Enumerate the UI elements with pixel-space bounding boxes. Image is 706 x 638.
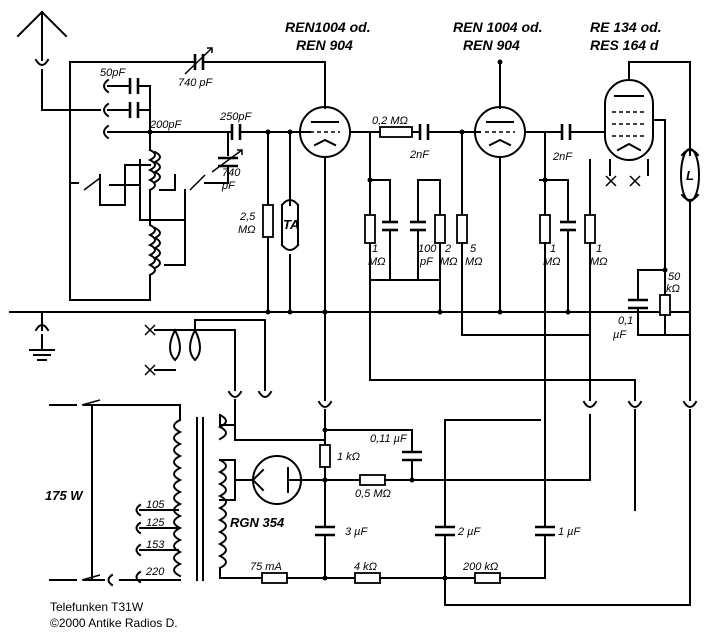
label-1m-a-unit: MΩ bbox=[368, 256, 386, 268]
label-5m-unit: MΩ bbox=[465, 256, 483, 268]
tube-3 bbox=[604, 61, 691, 271]
label-0u11: 0,11 µF bbox=[370, 433, 408, 445]
tube-1-type-label: REN1004 od. bbox=[285, 19, 371, 35]
label-2uf: 2 µF bbox=[457, 526, 482, 538]
label-2nf-b: 2nF bbox=[552, 151, 573, 163]
stage-2-anode-network bbox=[539, 124, 606, 401]
label-0m5: 0,5 MΩ bbox=[355, 488, 391, 500]
label-50k-unit: kΩ bbox=[666, 283, 680, 295]
label-50k: 50 bbox=[668, 271, 681, 283]
tube-2-alt-label: REN 904 bbox=[463, 37, 520, 53]
capacitor-740pf-tuning bbox=[211, 131, 243, 184]
label-tap-153: 153 bbox=[146, 539, 165, 551]
label-100pf-unit: pF bbox=[419, 256, 434, 268]
capacitor-740pf-variable bbox=[184, 47, 213, 75]
label-2m-unit: MΩ bbox=[440, 256, 458, 268]
label-200k: 200 kΩ bbox=[462, 561, 498, 573]
tube-3-alt-label: RES 164 d bbox=[590, 37, 659, 53]
label-740pf-variable: 740 pF bbox=[178, 77, 214, 89]
label-0u1-unit: µF bbox=[613, 329, 627, 341]
capacitor-50pf bbox=[124, 78, 146, 118]
tube-1-alt-label: REN 904 bbox=[296, 37, 353, 53]
label-3uf: 3 µF bbox=[345, 526, 369, 538]
rectifier-tube bbox=[219, 455, 326, 505]
footer-copyright: ©2000 Antike Radios D. bbox=[50, 616, 178, 630]
label-75ma: 75 mA bbox=[250, 561, 282, 573]
label-1m-c: 1 bbox=[596, 243, 602, 255]
tube-2-type-label: REN 1004 od. bbox=[453, 19, 542, 35]
label-5m: 5 bbox=[470, 243, 477, 255]
tube-1 bbox=[299, 106, 371, 401]
label-1k: 1 kΩ bbox=[337, 451, 360, 463]
label-740-tuning: 740 bbox=[222, 167, 241, 179]
label-100pf: 100 bbox=[418, 243, 437, 255]
label-2nf-a: 2nF bbox=[409, 149, 430, 161]
label-tap-125: 125 bbox=[146, 517, 165, 529]
label-2m: 2 bbox=[444, 243, 451, 255]
label-740-tuning-unit: pF bbox=[221, 180, 236, 192]
label-1m-b-unit: MΩ bbox=[543, 256, 561, 268]
rf-coil-assembly bbox=[69, 148, 213, 301]
rectifier-label: RGN 354 bbox=[230, 515, 285, 530]
capacitor-250pf bbox=[227, 124, 249, 140]
mains-switch-and-taps bbox=[49, 399, 181, 587]
label-200pf: 200pF bbox=[149, 119, 182, 131]
label-1m-a: 1 bbox=[372, 243, 378, 255]
label-speaker: L bbox=[686, 168, 694, 183]
input-wiring bbox=[69, 61, 326, 301]
label-2m5: 2,5 bbox=[239, 211, 256, 223]
label-tap-220: 220 bbox=[145, 566, 165, 578]
label-tap-105: 105 bbox=[146, 499, 165, 511]
tube-3-type-label: RE 134 od. bbox=[590, 19, 662, 35]
grid-leak-and-pickup bbox=[262, 131, 300, 313]
output-network bbox=[628, 61, 700, 401]
label-1m-b: 1 bbox=[550, 243, 556, 255]
tube-2 bbox=[474, 61, 546, 313]
junction-dots bbox=[147, 59, 668, 581]
footer-model: Telefunken T31W bbox=[50, 600, 144, 614]
label-250pf: 250pF bbox=[219, 111, 252, 123]
label-50pf: 50pF bbox=[100, 67, 126, 79]
stage-1-anode-network bbox=[364, 124, 591, 381]
label-0m2: 0,2 MΩ bbox=[372, 115, 408, 127]
filter-network bbox=[259, 379, 698, 606]
label-1m-c-unit: MΩ bbox=[590, 256, 608, 268]
label-1uf: 1 µF bbox=[558, 526, 582, 538]
label-ta: TA bbox=[283, 217, 299, 232]
label-2m5-unit: MΩ bbox=[238, 224, 256, 236]
power-transformer bbox=[173, 413, 261, 581]
label-0u1: 0,1 bbox=[618, 315, 633, 327]
ground-bus bbox=[9, 311, 691, 361]
label-4k: 4 kΩ bbox=[354, 561, 377, 573]
filament-and-phono-sockets bbox=[144, 319, 326, 441]
label-power-rating: 175 W bbox=[45, 488, 84, 503]
